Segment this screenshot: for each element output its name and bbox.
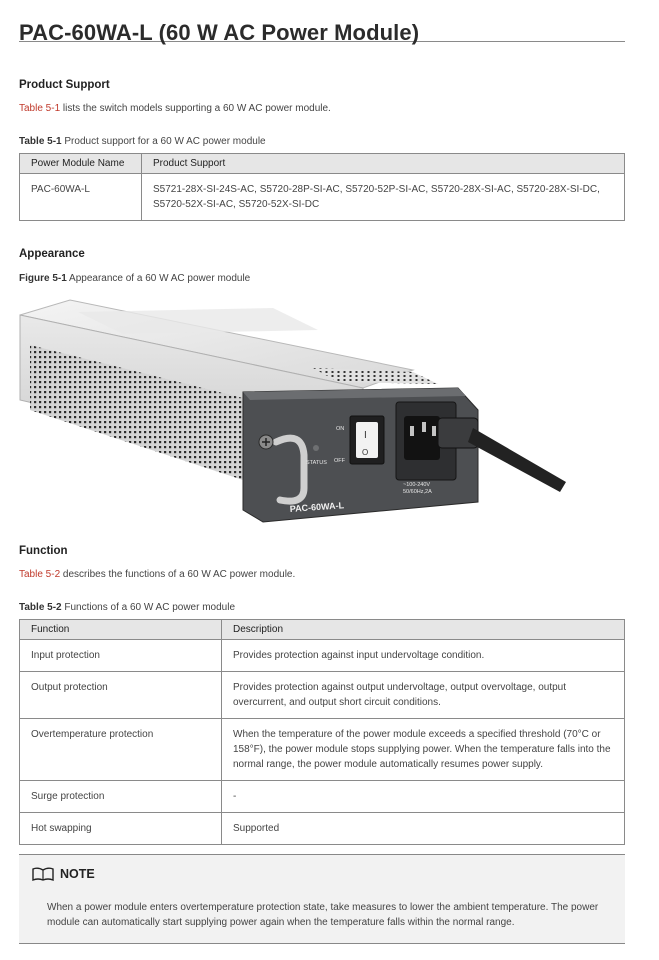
column-header: Power Module Name: [19, 153, 142, 174]
rating-line-1: ~100-240V: [403, 482, 430, 488]
column-header: Description: [221, 619, 625, 640]
table-row: Output protection Provides protection ag…: [19, 671, 625, 719]
table-5-2-caption-label: Table 5-2: [19, 602, 62, 613]
on-label: ON: [336, 426, 344, 432]
table-5-1-caption-text: Product support for a 60 W AC power modu…: [61, 136, 266, 147]
note-box: NOTE When a power module enters overtemp…: [19, 854, 625, 944]
table-row: Hot swapping Supported: [19, 812, 625, 845]
status-label: STATUS: [306, 460, 327, 466]
table-row: PAC-60WA-L S5721-28X-SI-24S-AC, S5720-28…: [19, 173, 625, 221]
table-cell: When the temperature of the power module…: [221, 718, 625, 781]
function-table: Function Description Input protection Pr…: [19, 619, 625, 845]
note-header: NOTE: [32, 867, 95, 881]
table-row: Surge protection -: [19, 780, 625, 813]
figure-5-1-caption-label: Figure 5-1: [19, 273, 67, 284]
product-support-heading: Product Support: [19, 79, 110, 91]
product-support-intro: Table 5-1 lists the switch models suppor…: [19, 101, 331, 116]
table-cell: S5721-28X-SI-24S-AC, S5720-28P-SI-AC, S5…: [141, 173, 625, 221]
title-divider: [19, 40, 625, 42]
table-5-2-link[interactable]: Table 5-2: [19, 569, 61, 580]
table-header-row: Power Module Name Product Support: [19, 153, 625, 174]
function-intro: Table 5-2 describes the functions of a 6…: [19, 567, 295, 582]
figure-5-1-caption-text: Appearance of a 60 W AC power module: [66, 273, 251, 284]
page-title: PAC-60WA-L (60 W AC Power Module): [19, 20, 420, 45]
table-cell: Provides protection against input underv…: [221, 639, 625, 672]
table-cell: Supported: [221, 812, 625, 845]
table-cell: -: [221, 780, 625, 813]
power-module-image: STATUS ON OFF I O ~100-240V 50/60Hz,2A P…: [19, 299, 566, 523]
function-heading: Function: [19, 545, 68, 557]
figure-5-1-caption: Figure 5-1 Appearance of a 60 W AC power…: [19, 271, 250, 286]
product-support-intro-text: lists the switch models supporting a 60 …: [60, 103, 331, 114]
book-icon: [32, 867, 54, 881]
rating-line-2: 50/60Hz,2A: [403, 489, 432, 495]
table-5-2-caption-text: Functions of a 60 W AC power module: [61, 602, 236, 613]
appearance-heading: Appearance: [19, 248, 85, 260]
note-text: When a power module enters overtemperatu…: [47, 902, 599, 928]
table-5-2-caption: Table 5-2 Functions of a 60 W AC power m…: [19, 600, 235, 615]
table-cell: Hot swapping: [19, 812, 222, 845]
model-label: PAC-60WA-L: [289, 500, 344, 514]
column-header: Product Support: [141, 153, 625, 174]
table-cell: Overtemperature protection: [19, 718, 222, 781]
table-cell: PAC-60WA-L: [19, 173, 142, 221]
table-cell: Input protection: [19, 639, 222, 672]
off-label: OFF: [334, 458, 346, 464]
table-row: Input protection Provides protection aga…: [19, 639, 625, 672]
note-label: NOTE: [60, 867, 95, 881]
table-5-1-link[interactable]: Table 5-1: [19, 103, 61, 114]
table-cell: Output protection: [19, 671, 222, 719]
switch-off-symbol: O: [362, 448, 368, 457]
switch-on-symbol[interactable]: I: [364, 430, 367, 441]
table-cell: Surge protection: [19, 780, 222, 813]
function-intro-text: describes the functions of a 60 W AC pow…: [60, 569, 296, 580]
column-header: Function: [19, 619, 222, 640]
table-5-1-caption: Table 5-1 Product support for a 60 W AC …: [19, 134, 266, 149]
product-support-table: Power Module Name Product Support PAC-60…: [19, 153, 625, 221]
table-row: Overtemperature protection When the temp…: [19, 718, 625, 781]
table-cell: Provides protection against output under…: [221, 671, 625, 719]
table-header-row: Function Description: [19, 619, 625, 640]
table-5-1-caption-label: Table 5-1: [19, 136, 62, 147]
